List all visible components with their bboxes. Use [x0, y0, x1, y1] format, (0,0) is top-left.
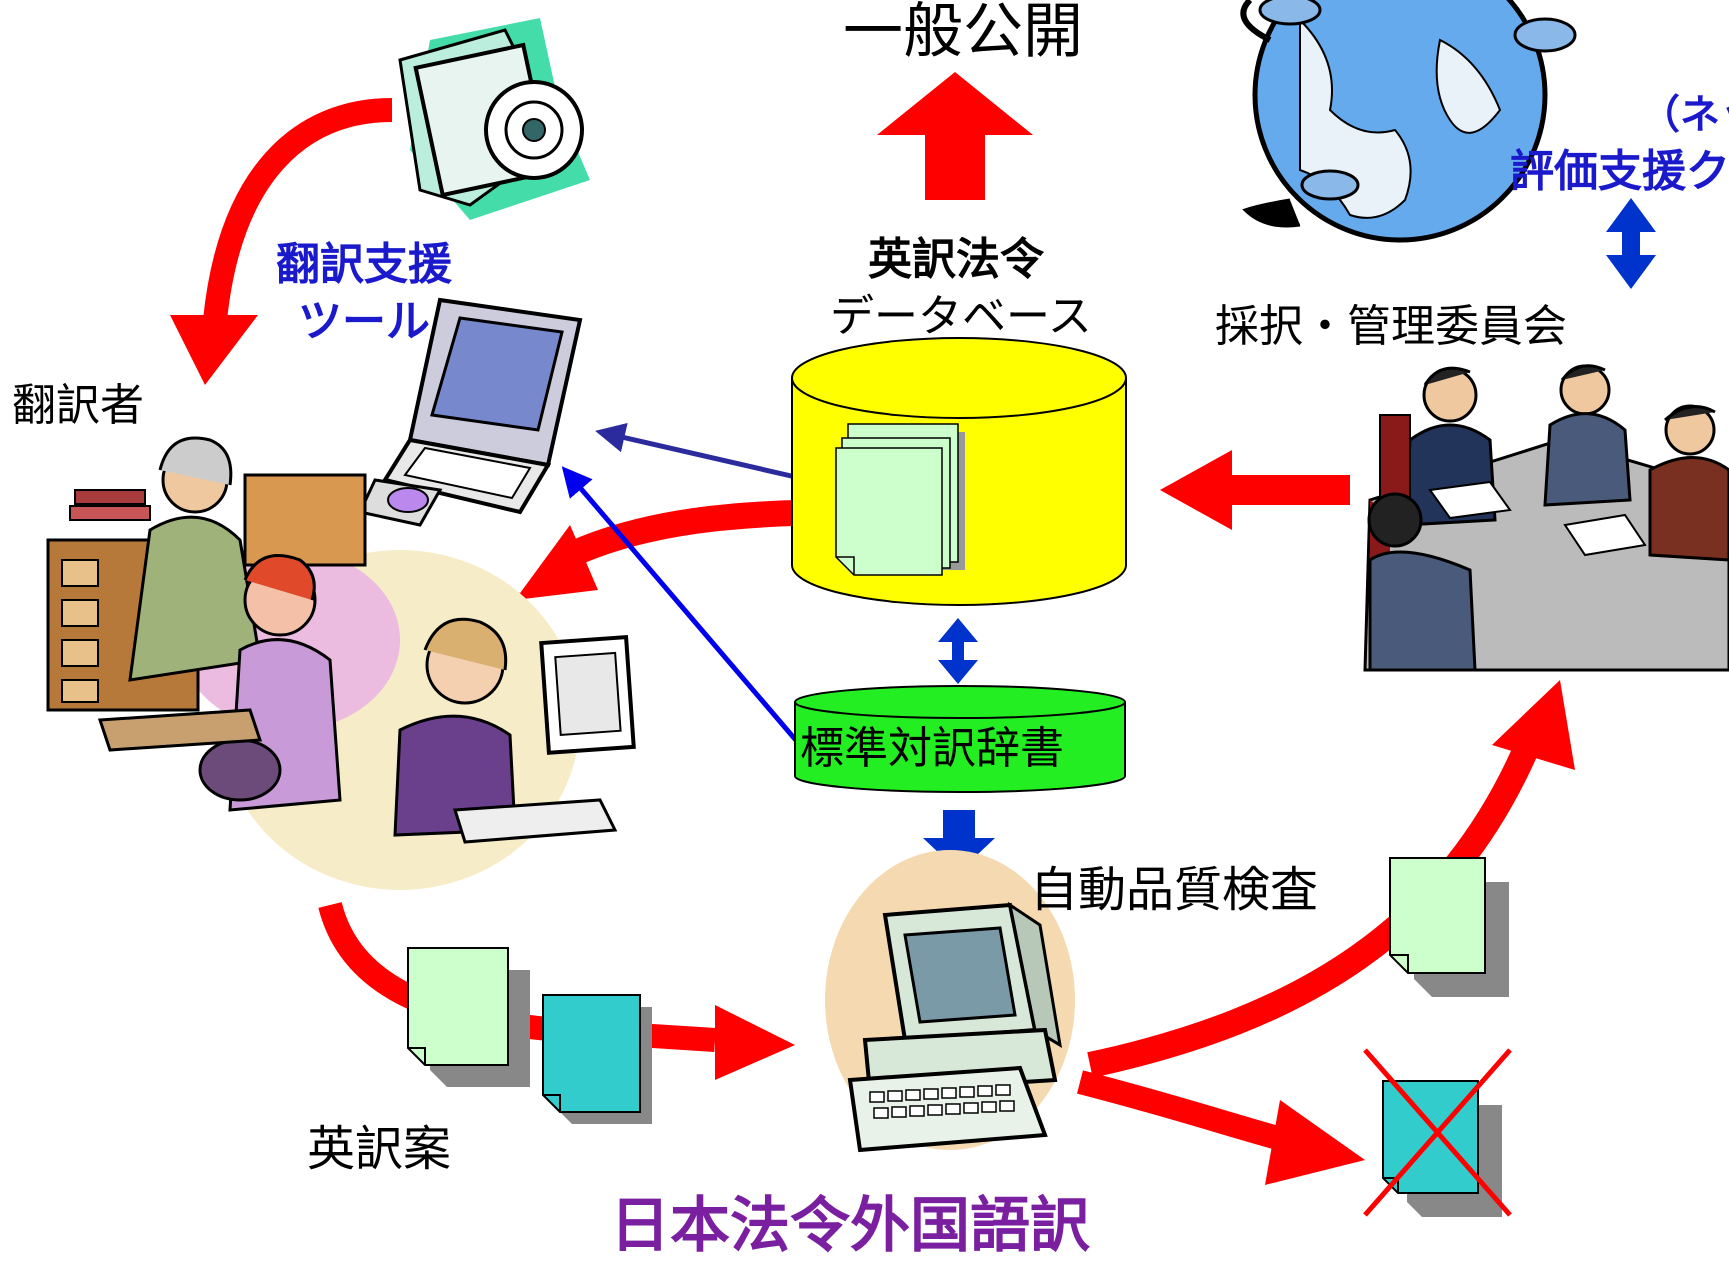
meeting-clipart — [1363, 364, 1729, 672]
computer-icon — [825, 850, 1075, 1153]
arrow-network-committee-sync — [1606, 198, 1656, 289]
arrow-check-to-rejected — [1077, 1070, 1365, 1185]
network-label-line1: （ネッ — [1640, 92, 1729, 138]
workflow-diagram: 一般公開 英訳法令 データベース 標準対訳辞書 翻訳支援 ツール 翻訳者 採択・… — [12, 0, 1729, 1256]
arrow-check-to-committee — [1087, 680, 1575, 1078]
draft-label: 英訳案 — [307, 1121, 452, 1177]
translators-clipart — [46, 436, 636, 890]
draft-document-teal — [542, 994, 652, 1124]
arrow-cd-to-translators — [170, 98, 393, 385]
arrow-committee-to-database — [1160, 450, 1350, 530]
arrow-database-to-tool — [595, 422, 801, 481]
translation-tool-label-line1: 翻訳支援 — [276, 239, 452, 290]
diagram-canvas — [46, 0, 1729, 1217]
committee-label: 採択・管理委員会 — [1215, 301, 1567, 352]
document-stack-icon — [835, 423, 965, 576]
globe-icon — [1240, 0, 1577, 243]
standard-dictionary-cylinder — [794, 685, 1126, 793]
cd-icon — [398, 18, 590, 220]
translators-label: 翻訳者 — [12, 380, 144, 431]
translation-tool-label-line2: ツール — [298, 296, 430, 347]
laptop-icon — [357, 297, 583, 527]
arrow-db-dictionary-sync — [938, 618, 978, 684]
arrow-public-release — [877, 72, 1033, 200]
network-label-line2: 評価支援ク — [1510, 146, 1729, 197]
dictionary-label: 標準対訳辞書 — [800, 723, 1064, 774]
database-label-line2: データベース — [830, 291, 1092, 342]
arrow-dictionary-to-check — [923, 810, 995, 872]
bottom-title-partial: 日本法令外国語訳 — [610, 1191, 1090, 1261]
draft-document-green — [407, 947, 530, 1087]
database-label-line1: 英訳法令 — [868, 234, 1044, 285]
public-release-label: 一般公開 — [843, 0, 1083, 67]
accepted-document-icon — [1389, 857, 1509, 997]
rejected-document-icon — [1363, 1048, 1512, 1217]
quality-check-label: 自動品質検査 — [1030, 862, 1319, 918]
arrow-dictionary-to-tool — [561, 466, 802, 747]
